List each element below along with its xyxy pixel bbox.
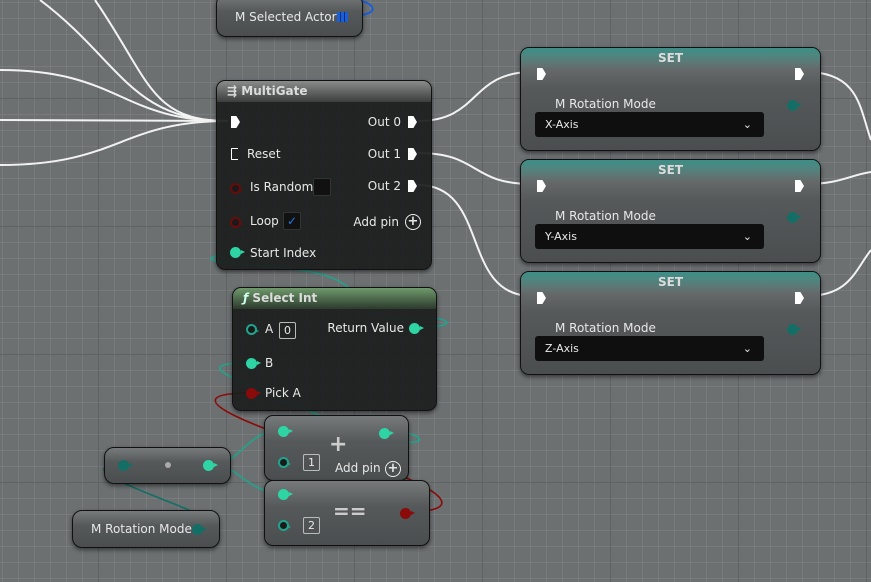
dropdown-value: X-Axis [545,118,579,131]
equal-output-pin[interactable] [400,508,415,519]
chevron-down-icon: ⌄ [742,118,752,131]
out-0-label: Out 0 [367,115,401,129]
start-index-label: Start Index [250,246,317,260]
out-2-label: Out 2 [367,179,401,193]
set-header: SET [521,48,820,69]
getter-output-pin[interactable] [192,524,207,535]
loop-label: Loop [250,214,279,228]
set-title: SET [657,51,684,65]
equal-symbol: == [333,499,367,523]
exec-wire [0,119,229,122]
dropdown-value: Z-Axis [545,342,579,355]
add-input-a-pin[interactable] [278,426,293,437]
set-node-x[interactable]: SET M Rotation Mode X-Axis ⌄ [520,47,821,151]
exec-wire [417,71,533,122]
out-1-pin[interactable] [408,148,417,160]
loop-pin[interactable] [230,217,243,228]
exec-wire [0,120,229,166]
rotation-mode-getter[interactable]: M Rotation Mode [72,510,220,548]
select-int-header: ƒ Select Int [233,288,436,309]
add-output-pin[interactable] [379,428,394,439]
exec-in-pin[interactable] [537,68,546,80]
pick-a-label: Pick A [265,386,301,400]
set-node-y[interactable]: SET M Rotation Mode Y-Axis ⌄ [520,159,821,263]
multigate-title: MultiGate [241,84,308,98]
exec-wire [417,152,533,185]
add-symbol: + [329,432,348,457]
multigate-node[interactable]: ⇶ MultiGate Reset Is Random Loop ✓ Start… [216,80,432,270]
a-label: A [265,322,274,336]
is-random-pin[interactable] [230,183,243,194]
add-pin-icon[interactable]: + [405,214,421,230]
exec-out-pin[interactable] [795,180,804,192]
start-index-pin[interactable] [230,247,245,258]
variable-label: M Rotation Mode [555,209,656,223]
set-title: SET [657,163,684,177]
out-0-pin[interactable] [408,116,417,128]
add-input-b-pin[interactable] [278,457,291,468]
add-node[interactable]: 1 + Add pin + [264,415,409,481]
is-random-checkbox[interactable] [313,178,331,196]
out-2-pin[interactable] [408,180,417,192]
set-header: SET [521,272,820,293]
is-random-label: Is Random [250,180,314,194]
exec-in-pin[interactable] [231,116,240,128]
chevron-down-icon: ⌄ [742,342,752,355]
rotation-mode-dropdown[interactable]: Z-Axis ⌄ [535,336,764,361]
b-label: B [265,356,274,370]
add-pin-icon[interactable]: + [385,461,401,477]
rotation-mode-dropdown[interactable]: Y-Axis ⌄ [535,224,764,249]
rotation-mode-dropdown[interactable]: X-Axis ⌄ [535,112,764,137]
variable-label: M Rotation Mode [555,321,656,335]
select-int-node[interactable]: ƒ Select Int A 0 Return Value B Pick A [232,287,437,411]
equal-node[interactable]: 2 == [264,480,430,546]
reset-label: Reset [247,147,281,161]
add-pin-button[interactable]: Add pin [353,215,399,229]
chevron-down-icon: ⌄ [742,230,752,243]
value-out-pin[interactable] [787,212,802,223]
value-out-pin[interactable] [787,100,802,111]
a-pin[interactable] [246,324,259,335]
a-value-input[interactable]: 0 [279,322,296,339]
multigate-header: ⇶ MultiGate [217,81,431,102]
loop-checkbox[interactable]: ✓ [283,212,301,230]
conversion-dot-icon [165,462,171,468]
dropdown-value: Y-Axis [545,230,577,243]
exec-wire [39,0,229,122]
set-header: SET [521,160,820,181]
getter-label: M Rotation Mode [91,522,192,536]
exec-out-pin[interactable] [795,292,804,304]
array-pin-icon[interactable] [337,12,348,22]
variable-label: M Rotation Mode [555,97,656,111]
exec-wire [0,69,229,122]
set-node-z[interactable]: SET M Rotation Mode Z-Axis ⌄ [520,271,821,375]
selected-actors-node[interactable]: M Selected Actors [216,0,363,37]
return-value-pin[interactable] [409,323,424,334]
conversion-input-pin[interactable] [118,460,133,471]
exec-wire [94,0,229,122]
multigate-icon: ⇶ [227,84,238,98]
function-icon: ƒ [243,291,249,305]
exec-wire [417,184,533,297]
value-out-pin[interactable] [787,324,802,335]
conversion-node[interactable] [104,447,231,484]
exec-out-pin[interactable] [795,68,804,80]
b-pin[interactable] [246,358,261,369]
add-value-input[interactable]: 1 [303,454,320,471]
select-int-title: Select Int [252,291,318,305]
reset-pin[interactable] [231,148,238,160]
equal-input-a-pin[interactable] [278,489,293,500]
pick-a-pin[interactable] [246,388,261,399]
exec-in-pin[interactable] [537,180,546,192]
out-1-label: Out 1 [367,147,401,161]
equal-value-input[interactable]: 2 [303,517,320,534]
equal-input-b-pin[interactable] [278,520,291,531]
selected-actors-label: M Selected Actors [235,10,343,24]
add-pin-button[interactable]: Add pin [335,461,381,475]
return-value-label: Return Value [327,321,404,335]
conversion-output-pin[interactable] [203,460,218,471]
exec-in-pin[interactable] [537,292,546,304]
set-title: SET [657,275,684,289]
